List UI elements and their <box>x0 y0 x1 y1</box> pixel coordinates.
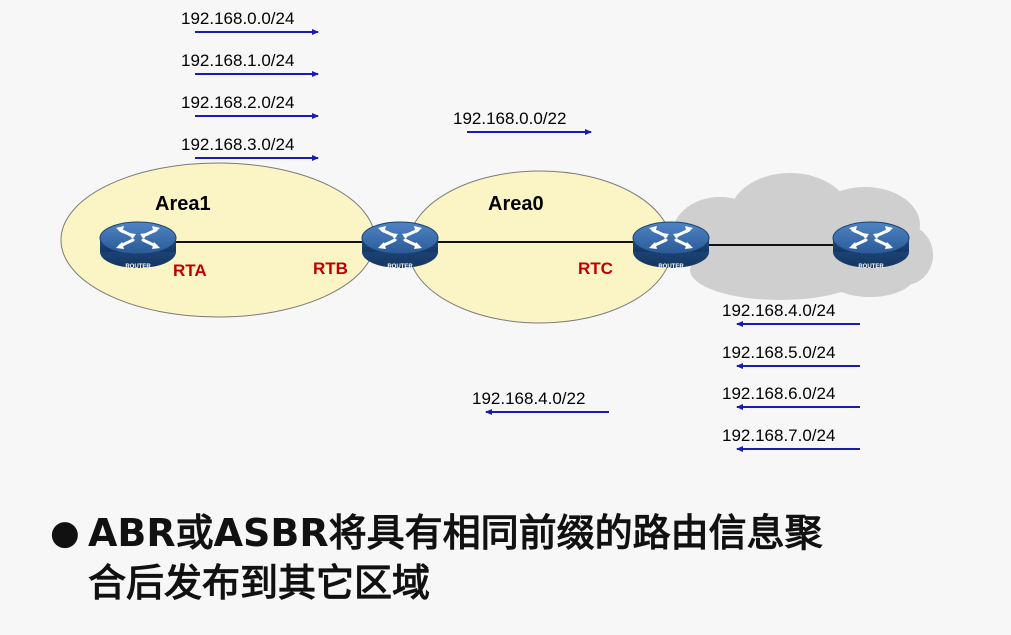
routes-in-group: 192.168.0.0/24 192.168.1.0/24 192.168.2.… <box>181 9 319 161</box>
route-out-2: 192.168.6.0/24 <box>722 384 860 410</box>
area1-label: Area1 <box>155 193 211 215</box>
router-rta[interactable]: ROUTER <box>98 220 178 270</box>
router-external[interactable]: ROUTER <box>831 220 911 270</box>
route-in-2: 192.168.2.0/24 <box>181 93 319 119</box>
router-caption: ROUTER <box>858 264 884 270</box>
summary-out: 192.168.4.0/22 <box>472 389 609 415</box>
bullet-dot-icon: ● <box>50 513 80 553</box>
router-rtb[interactable]: ROUTER <box>360 220 440 270</box>
router-name-rtc: RTC <box>578 259 613 278</box>
route-label: 192.168.2.0/24 <box>181 93 294 112</box>
routes-out-group: 192.168.4.0/24 192.168.5.0/24 192.168.6.… <box>722 301 860 452</box>
summary-in-label: 192.168.0.0/22 <box>453 109 566 128</box>
route-label: 192.168.0.0/24 <box>181 9 294 28</box>
route-in-3: 192.168.3.0/24 <box>181 135 319 161</box>
router-name-rta: RTA <box>173 261 207 280</box>
bullet-line-1: ABR或ASBR将具有相同前缀的路由信息聚 <box>88 511 823 555</box>
route-in-1: 192.168.1.0/24 <box>181 51 319 77</box>
router-caption: ROUTER <box>658 264 684 270</box>
router-caption: ROUTER <box>387 264 413 270</box>
route-label: 192.168.7.0/24 <box>722 426 835 445</box>
route-label: 192.168.5.0/24 <box>722 343 835 362</box>
route-out-1: 192.168.5.0/24 <box>722 343 860 369</box>
route-out-0: 192.168.4.0/24 <box>722 301 860 327</box>
summary-out-label: 192.168.4.0/22 <box>472 389 585 408</box>
bullet-line-2: 合后发布到其它区域 <box>88 561 431 605</box>
router-caption: ROUTER <box>125 264 151 270</box>
router-name-rtb: RTB <box>313 259 348 278</box>
route-label: 192.168.1.0/24 <box>181 51 294 70</box>
route-label: 192.168.6.0/24 <box>722 384 835 403</box>
area0-label: Area0 <box>488 193 544 215</box>
summary-in: 192.168.0.0/22 <box>453 109 592 135</box>
router-rtc[interactable]: ROUTER <box>631 220 711 270</box>
route-label: 192.168.3.0/24 <box>181 135 294 154</box>
route-label: 192.168.4.0/24 <box>722 301 835 320</box>
route-in-0: 192.168.0.0/24 <box>181 9 319 35</box>
bullet-text: ABR或ASBR将具有相同前缀的路由信息聚 合后发布到其它区域 <box>88 508 968 608</box>
route-out-3: 192.168.7.0/24 <box>722 426 860 452</box>
